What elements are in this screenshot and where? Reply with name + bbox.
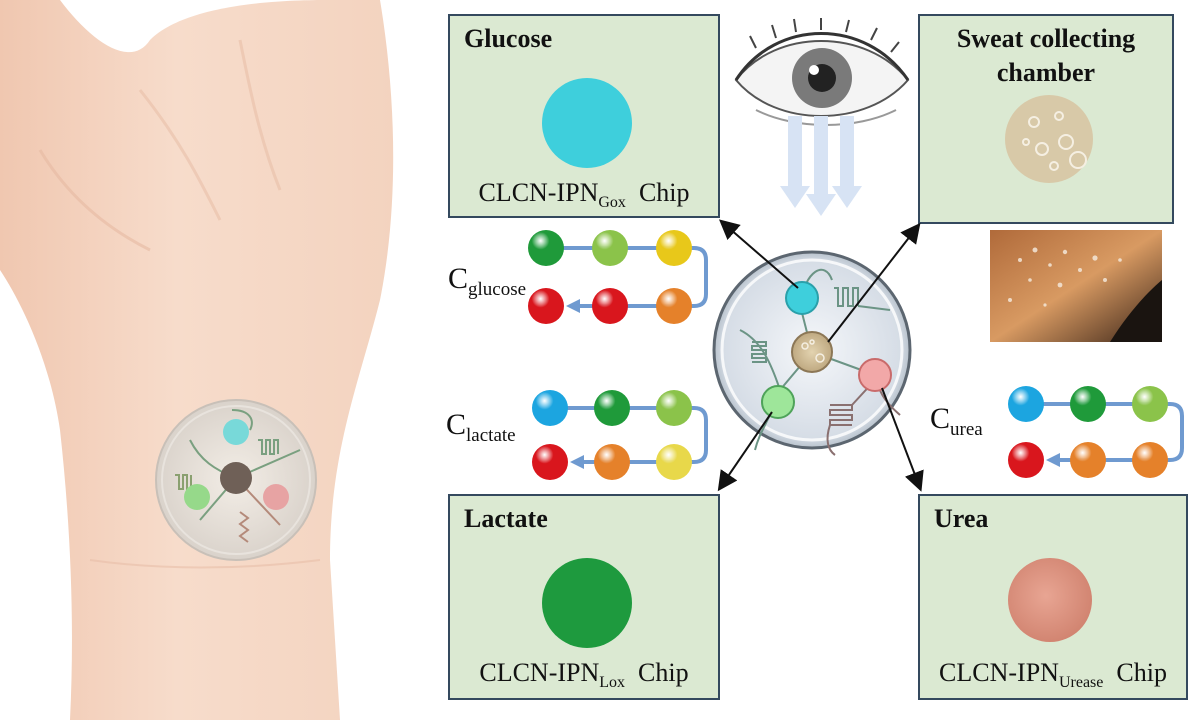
lactate-color-scale (532, 390, 708, 480)
lactate-scale-ball-top-2 (594, 390, 630, 426)
urea-scale-ball-top-3 (1132, 386, 1168, 422)
lactate-scale-ball-top-3 (656, 390, 692, 426)
glucose-chip-label: CLCN-IPNGox Chip (478, 178, 690, 212)
glucose-scale-arrowhead (566, 299, 580, 313)
urea-scale-ball-bottom-2 (1070, 442, 1106, 478)
lactate-scale-ball-bottom-2 (594, 444, 630, 480)
glucose-scale-ball-bottom-1 (528, 288, 564, 324)
urea-chip-label: CLCN-IPNUrease Chip (939, 658, 1167, 692)
lactate-scale-ball-top-1 (532, 390, 568, 426)
lactate-title: Lactate (464, 504, 548, 533)
c-glucose-label: Cglucose (448, 262, 527, 300)
urea-title: Urea (934, 504, 989, 533)
glucose-panel: Glucose CLCN-IPNGox Chip (448, 14, 720, 218)
central-device (712, 219, 924, 492)
urea-scale-loop (1026, 402, 1184, 462)
arrow-to-urea (881, 387, 924, 492)
wrist-spot-lactate (184, 484, 210, 510)
device-spot-glucose (785, 281, 819, 315)
lactate-scale-ball-bottom-3 (656, 444, 692, 480)
urea-scale-ball-top-2 (1070, 386, 1106, 422)
eye-illustration (734, 18, 910, 216)
lactate-scale-ball-bottom-1 (532, 444, 568, 480)
wrist-spot-sweat (220, 462, 252, 494)
lactate-scale-loop (550, 406, 708, 464)
urea-scale-ball-bottom-1 (1008, 442, 1044, 478)
urea-color-scale (1008, 386, 1184, 478)
glucose-scale-ball-top-1 (528, 230, 564, 266)
lactate-chip-label: CLCN-IPNLox Chip (479, 658, 689, 692)
wrist-spot-urea (263, 484, 289, 510)
arrow-to-sweat (827, 222, 921, 343)
c-urea-label: Curea (930, 402, 983, 440)
glucose-scale-loop (546, 246, 708, 308)
arm-shape (0, 0, 394, 720)
glucose-scale-ball-bottom-3 (656, 288, 692, 324)
sweat-panel: Sweat collecting chamber (918, 14, 1174, 224)
arrow-to-lactate (717, 411, 773, 492)
device-spot-lactate (761, 385, 795, 419)
c-lactate-label: Clactate (446, 408, 516, 446)
device-spot-urea (858, 358, 892, 392)
glucose-scale-ball-top-2 (592, 230, 628, 266)
glucose-scale-ball-bottom-2 (592, 288, 628, 324)
lactate-panel: Lactate CLCN-IPNLox Chip (448, 494, 720, 700)
glucose-chip-circle (542, 78, 632, 168)
urea-scale-ball-top-1 (1008, 386, 1044, 422)
urea-panel: Urea CLCN-IPNUrease Chip (918, 494, 1188, 700)
glucose-color-scale (528, 230, 708, 324)
urea-chip-circle (1008, 558, 1092, 642)
wrist-spot-glucose (223, 419, 249, 445)
skin-sweat-photo (990, 230, 1162, 342)
sweat-title: Sweat collecting chamber (956, 24, 1136, 87)
glucose-scale-ball-top-3 (656, 230, 692, 266)
urea-scale-ball-bottom-3 (1132, 442, 1168, 478)
arrow-to-glucose (718, 219, 799, 289)
sweat-chip-circle (1005, 95, 1093, 183)
lactate-chip-circle (542, 558, 632, 648)
lactate-scale-arrowhead (570, 455, 584, 469)
device-spot-sweat (791, 331, 833, 373)
wrist-illustration (0, 0, 394, 720)
urea-scale-arrowhead (1046, 453, 1060, 467)
glucose-title: Glucose (464, 24, 553, 53)
